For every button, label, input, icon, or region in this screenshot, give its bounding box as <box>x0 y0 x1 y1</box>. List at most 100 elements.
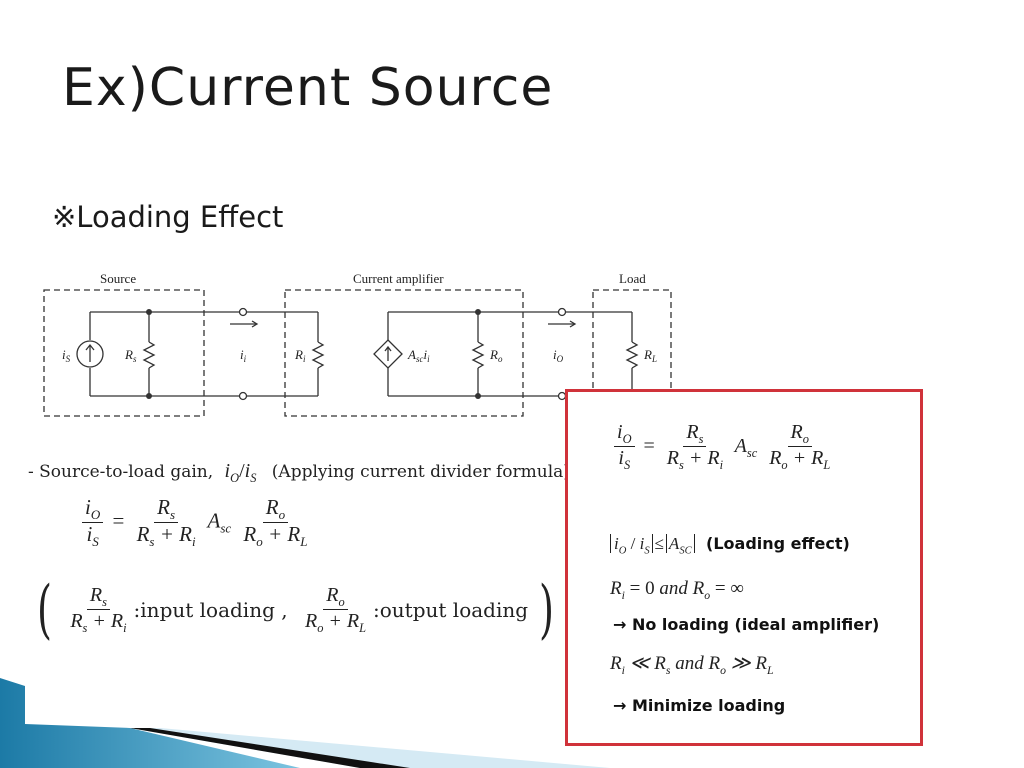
box-eq-f2-num-sub: o <box>802 432 809 446</box>
gain-is: i <box>244 460 251 482</box>
deco-black-stripe <box>130 728 410 768</box>
min-r2-sub: o <box>720 663 726 677</box>
eq-f1-den-sub2: i <box>192 534 196 550</box>
ol-num: R <box>326 583 339 606</box>
input-loading-label: :input loading , <box>133 598 288 622</box>
il-num: R <box>89 583 103 606</box>
eq-lhs-num: i <box>85 495 91 519</box>
eq-f2-den: R <box>243 521 257 546</box>
gain-line-prefix: - Source-to-load gain, <box>28 462 214 482</box>
eq-asc-sub: sc <box>220 520 232 536</box>
eq-equals: = <box>112 508 125 533</box>
label-is-sub: S <box>66 354 71 364</box>
eq-f2-den-plus: + R <box>262 521 301 546</box>
ideal-eq0: = 0 <box>624 578 660 599</box>
ideal-r2-sub: o <box>704 588 711 602</box>
label-ii-sub: i <box>244 354 247 364</box>
il-num-sub: s <box>102 594 107 609</box>
label-asc: A <box>407 347 416 362</box>
svg-text:Ascii: Ascii <box>407 347 430 364</box>
box-eq-f1-den-plus: + R <box>683 447 720 470</box>
il-den-sub2: i <box>123 620 127 635</box>
svg-text:Ri: Ri <box>294 347 306 364</box>
ideal-eqinf: = ∞ <box>710 578 744 599</box>
svg-text:iO: iO <box>553 347 564 364</box>
ol-den-sub1: o <box>317 620 324 635</box>
label-asc-i: i <box>423 347 427 362</box>
box-eq-lhs-num: i <box>617 421 623 443</box>
box-eq-asc: A <box>734 434 747 457</box>
min-ll-sub: s <box>665 663 671 677</box>
svg-text:iS: iS <box>62 347 71 364</box>
label-asc-i-sub: i <box>427 354 430 364</box>
label-rl: R <box>643 347 652 362</box>
abs-b-sub: S <box>644 545 650 557</box>
source-box <box>43 289 205 417</box>
abs-b: i <box>639 534 645 553</box>
ri-resistor <box>311 341 325 369</box>
box-eq-lhs-den-sub: S <box>623 458 631 473</box>
label-rs: R <box>124 347 133 362</box>
label-ro-sub: o <box>498 354 503 364</box>
eq-lhs-den: i <box>86 521 93 546</box>
eq-f2-num: R <box>265 495 279 519</box>
ol-num-sub: o <box>338 594 345 609</box>
eq-f2-den-sub1: o <box>256 534 263 550</box>
eq-f1-num: R <box>157 495 170 519</box>
loading-effect-line: iO / iS≤ASC (Loading effect) <box>610 534 850 556</box>
min-and: and <box>670 653 709 674</box>
ideal-and: and <box>659 578 688 599</box>
output-loading-label: :output loading <box>373 598 529 622</box>
box-eq-f1-num-sub: s <box>698 432 704 446</box>
label-amplifier: Current amplifier <box>353 271 444 286</box>
box-eq-f2-den-sub1: o <box>781 458 788 473</box>
ideal-r1-sub: i <box>621 588 625 602</box>
label-rl-sub: L <box>651 354 657 364</box>
label-source: Source <box>100 271 136 286</box>
box-eq-f2-den: R <box>769 447 782 470</box>
minimize-loading-text: → Minimize loading <box>613 696 786 715</box>
il-den-sub1: s <box>82 620 88 635</box>
gain-io-sub: O <box>230 471 240 485</box>
ol-den-plus: + R <box>323 609 360 632</box>
eq-f2-den-sub2: L <box>300 534 308 550</box>
amplifier-box <box>284 289 524 417</box>
box-eq-f2-den-plus: + R <box>787 447 824 470</box>
bullet-heading: ※Loading Effect <box>52 200 284 234</box>
svg-text:RL: RL <box>643 347 657 364</box>
label-ii: i <box>240 347 244 362</box>
abs-slash: / <box>626 534 640 553</box>
loading-effect-label: (Loading effect) <box>706 534 850 553</box>
circuit-diagram: Source Current amplifier Load iS Rs ii R… <box>43 271 672 417</box>
label-load: Load <box>619 271 646 286</box>
min-gg-sub: L <box>766 663 774 677</box>
ideal-r2: R <box>687 578 705 599</box>
slide-decoration <box>0 678 610 768</box>
svg-text:ii: ii <box>240 347 247 364</box>
gain-slash: / <box>239 460 245 482</box>
gain-line-suffix: (Applying current divider formula) <box>271 462 570 482</box>
ol-den-sub2: L <box>359 620 367 635</box>
box-eq-lhs-den: i <box>618 447 624 470</box>
abs-a: i <box>614 534 619 553</box>
eq-f1-den-plus: + R <box>154 521 192 546</box>
min-r1: R <box>610 653 622 674</box>
rs-resistor <box>142 341 156 369</box>
box-eq-asc-sub: sc <box>746 445 758 460</box>
eq-lhs-num-sub: O <box>90 507 101 523</box>
ro-resistor <box>471 341 485 369</box>
gain-io: i <box>224 460 231 482</box>
rl-resistor <box>625 341 639 369</box>
il-den: R <box>70 609 83 632</box>
eq-asc: A <box>207 508 221 533</box>
abs-c-sub: SC <box>679 545 692 557</box>
no-loading-text: → No loading (ideal amplifier) <box>613 615 880 634</box>
svg-text:Ro: Ro <box>489 347 503 364</box>
